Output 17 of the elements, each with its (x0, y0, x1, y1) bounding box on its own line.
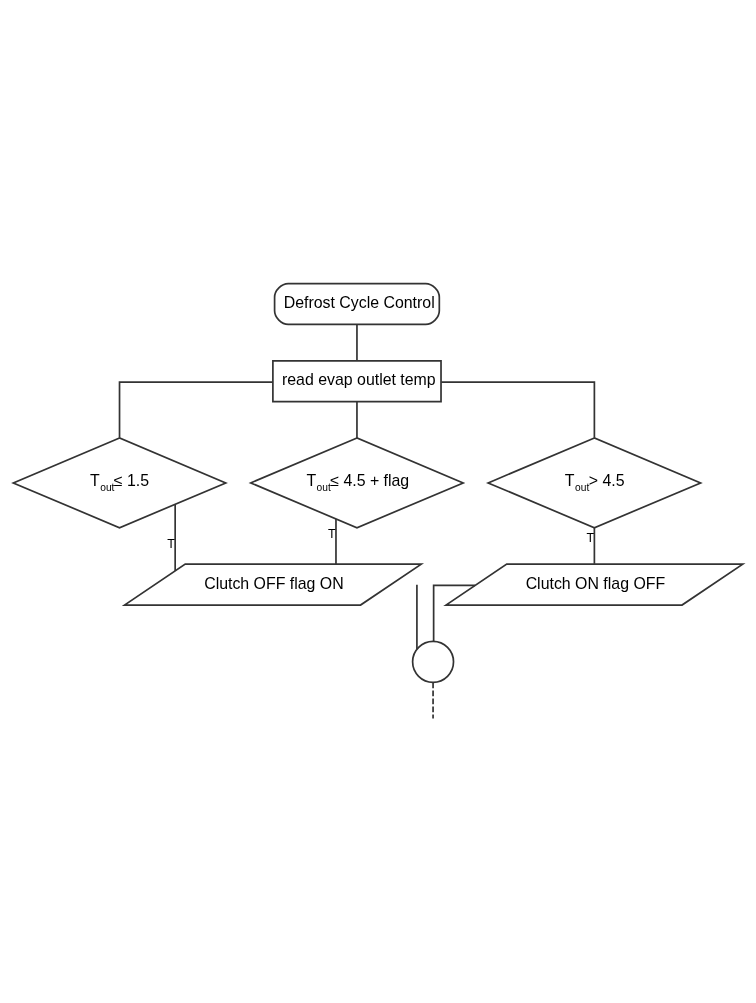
connector (335, 518, 337, 565)
node-diamond: T$_{out}$≤ 4.5 + flag (248, 437, 466, 529)
connector (432, 584, 476, 643)
connector (356, 400, 358, 439)
connector (118, 381, 274, 439)
connector (593, 526, 596, 565)
connector (432, 681, 434, 720)
node-diamond: T$_{out}$> 4.5 (486, 437, 703, 529)
node-box: read evap outlet temp (272, 359, 442, 403)
connector (440, 381, 596, 439)
connector (416, 583, 418, 650)
connector (356, 323, 358, 362)
node-circle (411, 640, 455, 684)
node-box: Defrost Cycle Control (273, 282, 441, 326)
edge-label: T (586, 531, 595, 546)
node-diamond: T$_{out}$≤ 1.5 (11, 437, 228, 529)
connector (174, 503, 176, 572)
